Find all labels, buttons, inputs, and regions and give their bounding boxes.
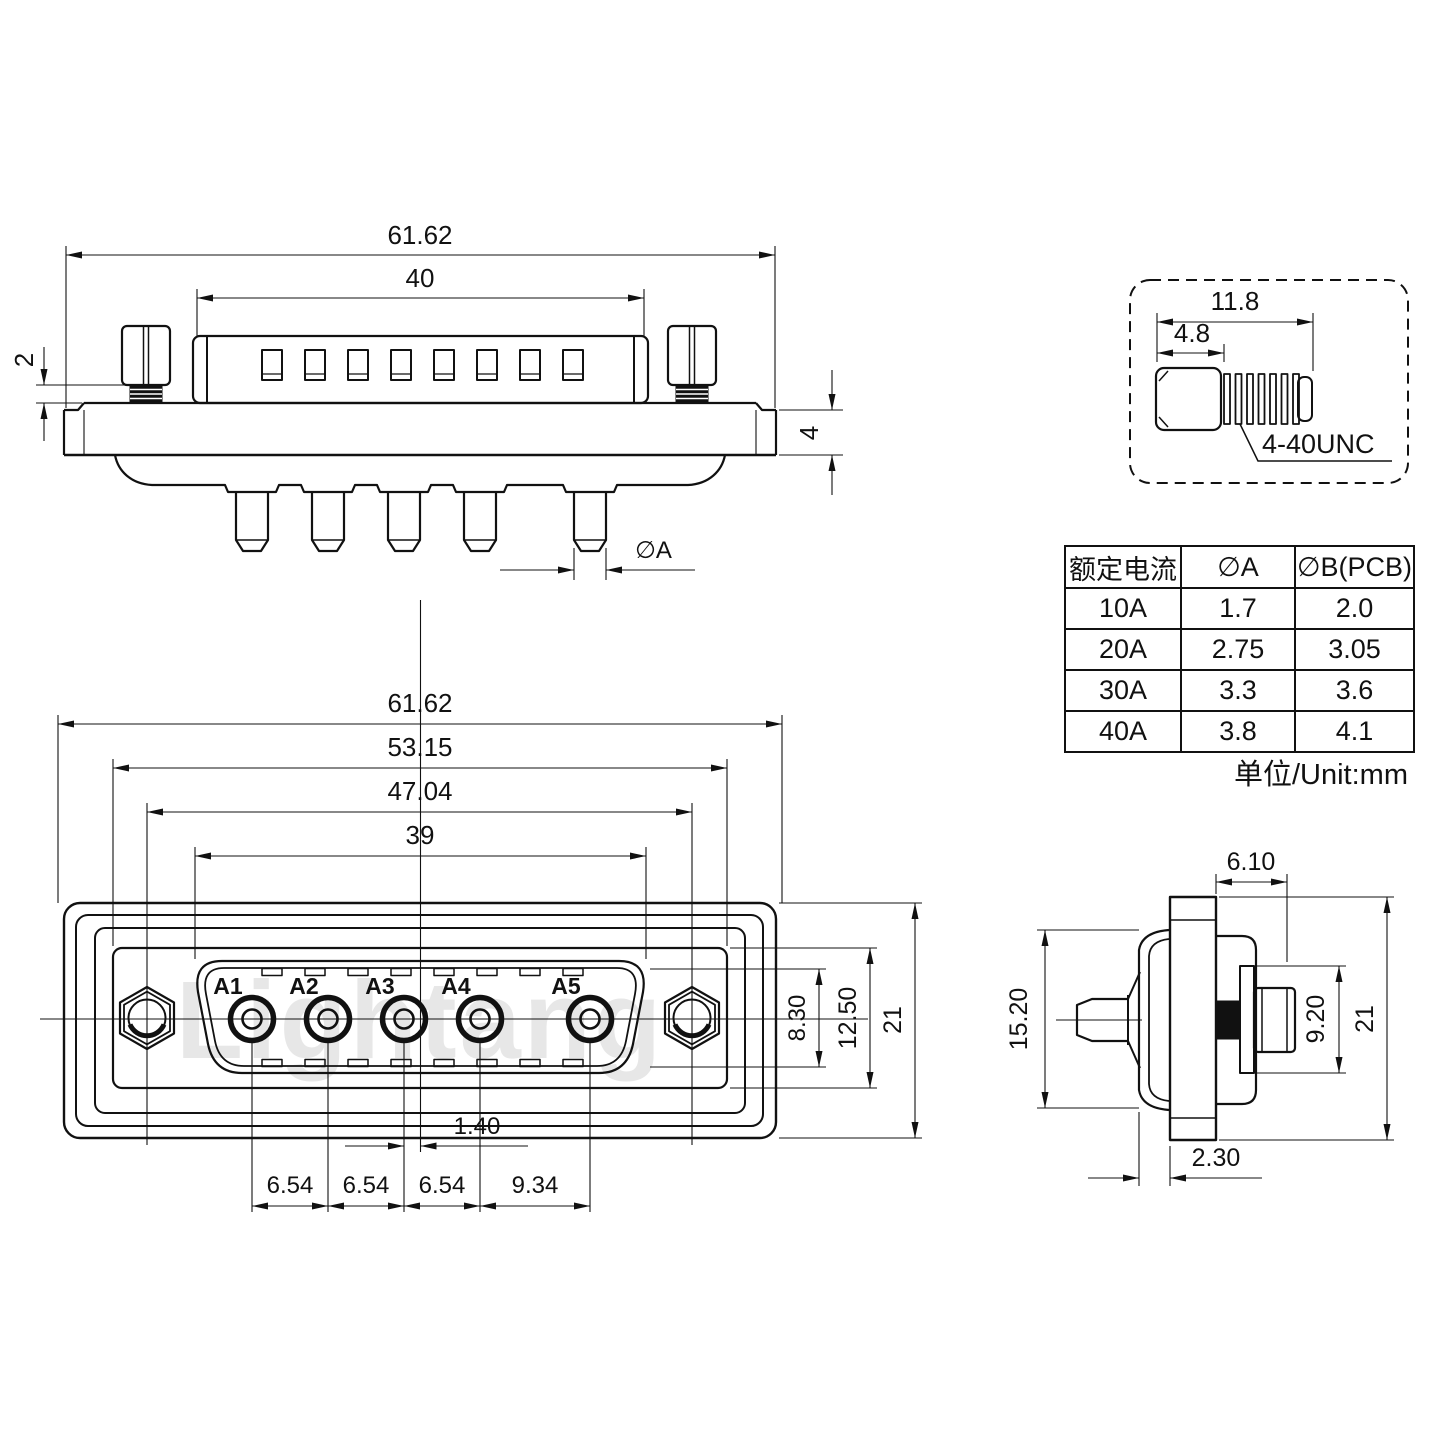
contact-label-a5: A5 (551, 973, 581, 999)
contact-label-a2: A2 (289, 973, 318, 999)
spec-cell: 20A (1064, 628, 1182, 671)
front-dim-panel-height: 12.50 (834, 987, 862, 1050)
rear-shell (113, 454, 727, 494)
spec-cell: 3.8 (1180, 710, 1296, 753)
contact-label-a1: A1 (213, 973, 243, 999)
side-nut (1252, 986, 1297, 1054)
top-dim-flange-thickness: 4 (794, 426, 824, 440)
spec-cell: 4.1 (1294, 710, 1415, 753)
top-dim-screw-standoff: 2 (9, 353, 39, 367)
spec-cell: 2.0 (1294, 587, 1415, 630)
solder-pins (234, 492, 608, 553)
power-contacts: A1 A2 A3 A4 A5 (213, 973, 615, 1044)
front-dim-shell-height: 8.30 (784, 995, 811, 1042)
screw-thread (1223, 373, 1313, 425)
spec-cell: 40A (1064, 710, 1182, 753)
d-shell-inner (204, 967, 637, 1067)
side-pin (1075, 997, 1128, 1043)
front-dim-panel-width: 53.15 (387, 732, 452, 762)
side-dim-nut-depth: 6.10 (1227, 848, 1276, 876)
spec-cell: 1.7 (1180, 587, 1296, 630)
spec-header-current: 额定电流 (1064, 545, 1182, 589)
unit-note: 单位/Unit:mm (1233, 759, 1408, 791)
jackscrew-right (666, 324, 718, 403)
front-dim-pitch-1: 6.54 (267, 1172, 314, 1199)
screw-head (1154, 366, 1223, 432)
front-dim-mount-hole-spacing: 47.04 (387, 776, 452, 806)
spec-cell: 3.6 (1294, 669, 1415, 712)
side-flange (1168, 895, 1218, 1142)
screw-thread-spec: 4-40UNC (1262, 429, 1375, 459)
side-dim-shell-height: 15.20 (1005, 988, 1033, 1051)
top-dim-overall-width: 61.62 (387, 220, 452, 250)
side-dim-washer-height: 9.20 (1302, 995, 1330, 1044)
side-washer (1239, 965, 1255, 1074)
screw-dim-total-length: 11.8 (1211, 286, 1260, 316)
table-row: 40A 3.8 4.1 (1064, 710, 1415, 753)
front-dim-pitch-4: 9.34 (512, 1172, 559, 1199)
side-thread-stud (1216, 1000, 1241, 1040)
front-dim-center-offset: 1.40 (454, 1113, 501, 1140)
spec-cell: 2.75 (1180, 628, 1296, 671)
front-dim-pitch-2: 6.54 (343, 1172, 390, 1199)
side-dim-shell-lip: 2.30 (1192, 1144, 1241, 1172)
side-view: 6.10 15.20 9.20 21 2.30 (1005, 848, 1394, 1186)
flange (62, 401, 778, 457)
table-row: 10A 1.7 2.0 (1064, 587, 1415, 630)
front-dim-overall-width: 61.62 (387, 688, 452, 718)
detail-boundary (1129, 279, 1409, 484)
table-row: 30A 3.3 3.6 (1064, 669, 1415, 712)
screw-dim-head-length: 4.8 (1174, 318, 1210, 348)
top-view: 61.62 40 (9, 220, 843, 580)
front-dim-overall-height: 21 (879, 1006, 907, 1034)
top-dim-body-width: 40 (406, 263, 435, 293)
spec-cell: 10A (1064, 587, 1182, 630)
spec-cell: 3.05 (1294, 628, 1415, 671)
front-dim-shell-width: 39 (406, 820, 435, 850)
top-dim-pin-diameter: ∅A (635, 537, 672, 564)
shell-ticks (261, 967, 584, 1068)
spec-table: 额定电流 ∅A ∅B(PCB) 10A 1.7 2.0 20A 2.75 3.0… (1064, 545, 1415, 753)
jackscrew-left (120, 324, 172, 403)
body-vent-holes (261, 349, 584, 381)
spec-header-dia-a: ∅A (1180, 545, 1296, 589)
spec-header-dia-b: ∅B(PCB) (1294, 545, 1415, 589)
spec-cell: 3.3 (1180, 669, 1296, 712)
front-view: Lightang (40, 600, 922, 1212)
screw-detail-view: 11.8 4.8 4-40UNC (1129, 279, 1409, 484)
front-dim-pitch-3: 6.54 (419, 1172, 466, 1199)
contact-label-a4: A4 (441, 973, 471, 999)
table-row: 20A 2.75 3.05 (1064, 628, 1415, 671)
contact-label-a3: A3 (365, 973, 394, 999)
spec-cell: 30A (1064, 669, 1182, 712)
side-dim-overall-height: 21 (1351, 1005, 1379, 1033)
d-shell-outer (196, 959, 645, 1075)
